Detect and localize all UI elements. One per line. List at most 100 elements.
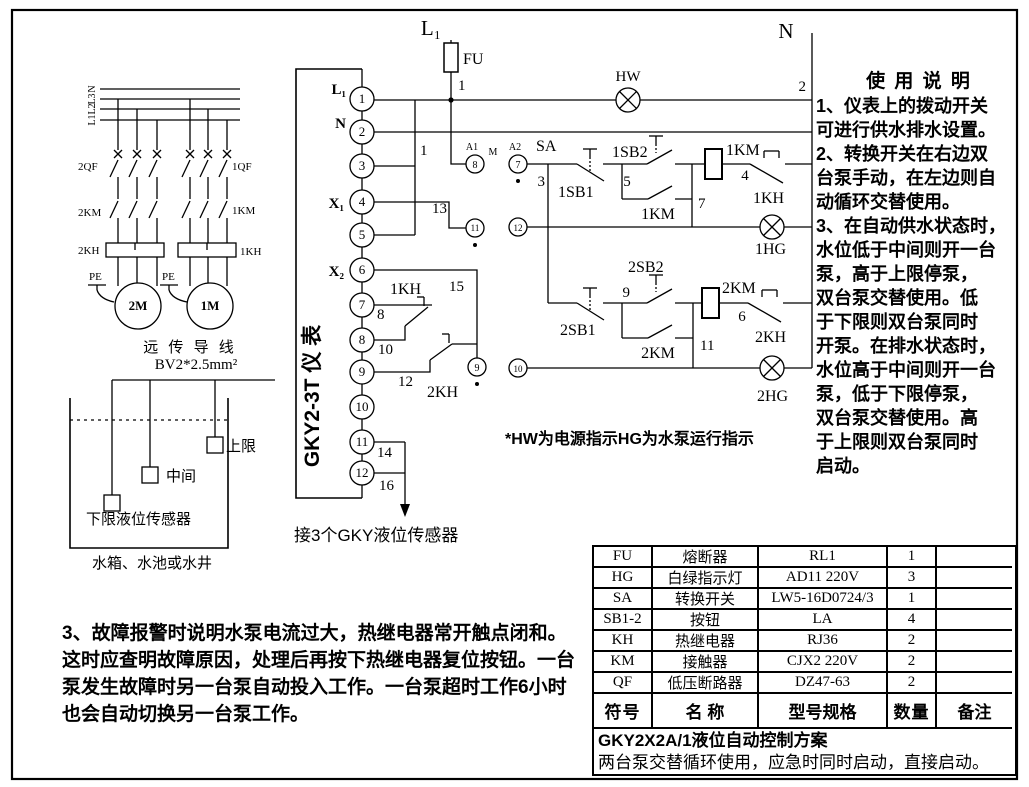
- bom-cell: RL1: [759, 547, 888, 568]
- pin-11-num: 11: [471, 223, 480, 233]
- wire-1-label: 1: [420, 143, 428, 159]
- sa-label: SA: [536, 138, 557, 155]
- lamp-hw-label: HW: [616, 69, 642, 85]
- breaker-and-contactor-poles: [109, 149, 232, 286]
- bom-header-symbol: 符号: [594, 694, 653, 729]
- terminal-4: 4: [359, 194, 366, 209]
- lamp-note: *HW为电源指示HG为水泵运行指示: [505, 429, 754, 448]
- sensor-upper-label: 上限: [226, 438, 256, 455]
- bom-cell: LW5-16D0724/3: [759, 589, 888, 610]
- pin-8: [465, 154, 485, 174]
- terminal-l1-label: L₁: [331, 82, 346, 98]
- bom-cell: DZ47-63: [759, 673, 888, 694]
- bom-cell: SA: [594, 589, 653, 610]
- bom-cell: KH: [594, 631, 653, 652]
- sensor-middle: [141, 466, 159, 484]
- bom-cell: 1: [888, 547, 937, 568]
- wire-10-label: 10: [378, 342, 393, 358]
- bom-cell: [937, 589, 1012, 610]
- supply-n-label: N: [778, 19, 793, 43]
- terminal-1: 1: [359, 91, 366, 106]
- kh2-label: 2KH: [755, 329, 787, 346]
- wire-3-label: 3: [538, 174, 546, 190]
- bom-cell: RJ36: [759, 631, 888, 652]
- bom-cell: FU: [594, 547, 653, 568]
- pin-11: [465, 218, 485, 238]
- control-circuit: L₁ N FU 1 2 HW A1 M A2 SA 8 7 11 12 9 10…: [421, 16, 813, 448]
- contactor-right-label: 1KM: [232, 205, 255, 217]
- pe-ground-right: [160, 284, 188, 303]
- wire-9-label: 9: [623, 285, 631, 301]
- instructions-title: 使 用 说 明: [866, 71, 972, 92]
- pin-8-num: 8: [473, 160, 478, 171]
- bom-cell: 2: [888, 652, 937, 673]
- wire-11-label: 11: [700, 338, 714, 354]
- bom-cell: 3: [888, 568, 937, 589]
- fault-note: 3、故障报警时说明水泵电流过大，热继电器常开触点闭和。 这时应查明故障原因，处理…: [62, 623, 576, 725]
- terminal-x1-label: X₁: [329, 196, 344, 212]
- sb-1sb1-label: 1SB1: [558, 184, 594, 201]
- fuse-label: FU: [463, 51, 484, 68]
- wire-14-label: 14: [377, 445, 393, 461]
- terminal-8: 8: [359, 332, 366, 347]
- tank-diagram: 上限 中间 下限液位传感器 水箱、水池或水井: [69, 379, 275, 572]
- bom-cell: [937, 631, 1012, 652]
- bom-cell: 4: [888, 610, 937, 631]
- bus-label-l3: L3: [87, 93, 98, 104]
- wire-spec-label: BV2*2.5mm²: [155, 357, 238, 373]
- sensor-wire-arrow: [400, 504, 410, 517]
- sb-2sb1-label: 2SB1: [560, 322, 596, 339]
- bom-cell: 2: [888, 673, 937, 694]
- sb-1sb2-label: 1SB2: [612, 144, 648, 161]
- kh1-label: 1KH: [753, 190, 785, 207]
- bom-cell: [937, 568, 1012, 589]
- bom-cell: 低压断路器: [653, 673, 759, 694]
- bom-cell: 接触器: [653, 652, 759, 673]
- wire-1-label: 1: [458, 78, 466, 94]
- terminal-7: 7: [359, 297, 366, 312]
- bom-cell: [937, 652, 1012, 673]
- wire-7-label: 7: [698, 196, 706, 212]
- sensor-upper: [206, 436, 224, 454]
- km2-aux-label: 2KM: [641, 345, 675, 362]
- sensor-middle-label: 中间: [166, 468, 196, 485]
- bom-cell: AD11 220V: [759, 568, 888, 589]
- bom-cell: LA: [759, 610, 888, 631]
- instrument-name: GKY2-3T 仪 表: [301, 324, 324, 467]
- bom-cell: 1: [888, 589, 937, 610]
- hg2-label: 2HG: [757, 388, 789, 405]
- terminal-6: 6: [359, 262, 366, 277]
- thermal-right-label: 1KH: [240, 246, 261, 258]
- wire-16-label: 16: [379, 478, 395, 494]
- coil-1km: [704, 148, 723, 180]
- sensor-note: 接3个GKY液位传感器: [294, 526, 458, 545]
- terminal-x2-label: X₂: [329, 264, 345, 280]
- terminal-3: 3: [359, 158, 366, 173]
- bom-cell: QF: [594, 673, 653, 694]
- pin-a1-label: A1: [466, 142, 478, 153]
- instrument-box: [295, 68, 362, 499]
- instrument-2kh-label: 2KH: [427, 384, 459, 401]
- motor-2m-label: 2M: [129, 298, 148, 313]
- terminal-2: 2: [359, 124, 366, 139]
- terminal-12: 12: [356, 465, 369, 480]
- fuse-fu: [443, 42, 459, 73]
- bom-header-name: 名 称: [653, 694, 759, 729]
- sensor-lower-label: 下限液位传感器: [86, 511, 191, 528]
- hg1-label: 1HG: [755, 241, 787, 258]
- terminal-5: 5: [359, 227, 366, 242]
- scheme-description: 两台泵交替循环使用，应急时同时启动，直接启动。: [598, 753, 989, 772]
- coil-2km: [701, 287, 720, 319]
- bom-cell: [937, 547, 1012, 568]
- breaker-left-label: 2QF: [78, 161, 98, 173]
- terminal-n-label: N: [335, 116, 346, 132]
- pe-ground-left: [88, 284, 115, 303]
- pin-7-num: 7: [516, 160, 521, 171]
- bus-label-l1: L1: [87, 114, 98, 125]
- pin-9: [467, 357, 487, 377]
- wire-15-label: 15: [449, 279, 464, 295]
- terminal-9: 9: [359, 364, 366, 379]
- pin-12-num: 12: [514, 223, 523, 233]
